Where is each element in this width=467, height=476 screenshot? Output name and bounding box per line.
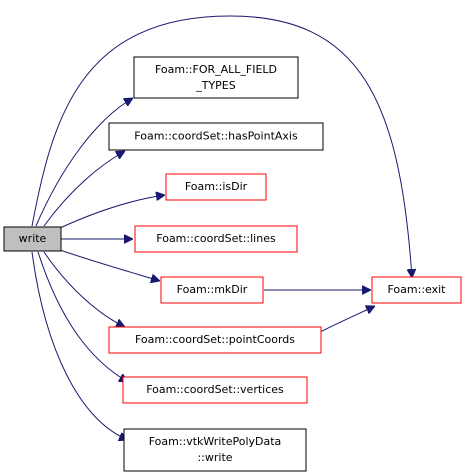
node-for-all-field-types[interactable]: Foam::FOR_ALL_FIELD _TYPES [133, 56, 299, 99]
node-vtk-write-poly-data-line2: ::write [197, 451, 232, 464]
node-lines-label: Foam::coordSet::lines [156, 232, 276, 245]
node-lines[interactable]: Foam::coordSet::lines [134, 225, 298, 253]
edge-write-to-is-dir [59, 195, 165, 229]
edge-write-to-vertices [37, 251, 128, 382]
node-point-coords-label: Foam::coordSet::pointCoords [135, 333, 295, 346]
edge-write-to-exit [31, 15, 412, 278]
node-vtk-write-poly-data-line1: Foam::vtkWritePolyData [149, 435, 282, 448]
node-mk-dir-label: Foam::mkDir [177, 283, 248, 296]
edge-point-coords-to-exit [319, 306, 375, 333]
node-for-all-field-types-line1: Foam::FOR_ALL_FIELD [155, 63, 277, 76]
node-for-all-field-types-line2: _TYPES [195, 79, 236, 92]
node-point-coords[interactable]: Foam::coordSet::pointCoords [108, 326, 322, 354]
edges [31, 15, 412, 440]
node-is-dir[interactable]: Foam::isDir [165, 173, 267, 201]
edge-write-to-vtk-write-poly-data [31, 251, 128, 440]
node-vertices-label: Foam::coordSet::vertices [146, 383, 284, 396]
node-has-point-axis[interactable]: Foam::coordSet::hasPointAxis [108, 122, 324, 151]
node-write[interactable]: write [3, 226, 62, 252]
edge-write-to-for-all-field-types [35, 98, 133, 227]
node-is-dir-label: Foam::isDir [185, 180, 248, 193]
node-write-label: write [19, 232, 47, 245]
node-vertices[interactable]: Foam::coordSet::vertices [122, 376, 308, 404]
edge-write-to-mk-dir [59, 249, 160, 281]
node-vtk-write-poly-data[interactable]: Foam::vtkWritePolyData ::write [123, 428, 307, 472]
node-has-point-axis-label: Foam::coordSet::hasPointAxis [134, 130, 298, 143]
node-exit-label: Foam::exit [388, 283, 447, 296]
node-mk-dir[interactable]: Foam::mkDir [160, 276, 264, 304]
node-exit[interactable]: Foam::exit [371, 276, 462, 304]
edge-write-to-point-coords [43, 251, 125, 327]
edge-write-to-has-point-axis [43, 151, 125, 227]
